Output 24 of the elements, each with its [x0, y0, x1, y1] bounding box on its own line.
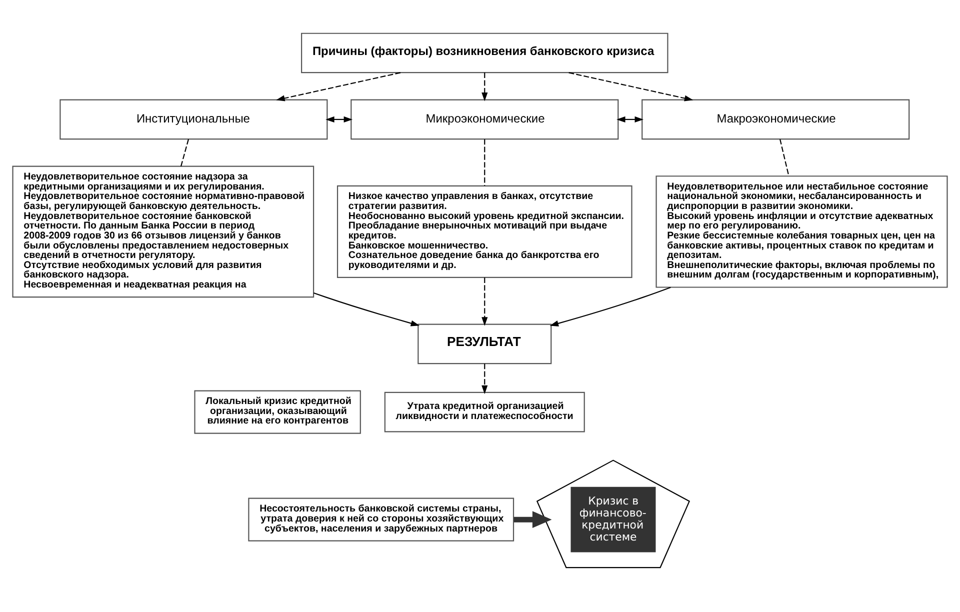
arrow — [482, 364, 488, 394]
arrow — [482, 72, 488, 102]
arrow — [314, 292, 420, 326]
arrow — [276, 72, 401, 102]
arrow — [616, 116, 644, 122]
connector — [180, 139, 190, 166]
node-box: Низкое качество управления в банках, отсутствие стратегии развития. Необоснованно высокий уровень кредитной экспансии. Преобладание внерыночных мотиваций при выдаче кредитов. Банковское мошенничество. Сознательное доведение банка до банкротства его руководителями и др. — [336, 185, 632, 278]
node-box: Причины (факторы) возникновения банковского кризиса — [301, 32, 668, 74]
node-box: Неудовлетворительное состояние надзора за кредитными организациями и их регулирования. Неудовлетворительное состояние нормативно-правовой базы, регулирующей банковскую деятельность. Неудовлетворительное состояние банковской отчетности. По данным Банка России в период 2008-2009 годов 30 из 66 отзывов лицензий у банков были обусловлены предоставлением недостоверных сведений в отчетности регулятору. Отсутствие необходимых условий для развития банковского надзора. Несвоевременная и неадекватная реакция на — [12, 166, 314, 298]
node-box: Микроэкономические — [350, 99, 619, 140]
node-box: Несостоятельность банковской системы страны, утрата доверия к ней со стороны хозяйствующих субъектов, населения и зарубежных партнеров — [248, 498, 514, 542]
connector — [484, 139, 486, 186]
node-box: РЕЗУЛЬТАТ — [418, 324, 552, 364]
arrow — [568, 72, 694, 102]
node-box: Макроэкономические — [642, 99, 910, 140]
node-box: Неудовлетворительное или нестабильное состояние национальной экономики, несбалансированность и диспропорции в развитии экономики. Высокий уровень инфляции и отсутствие адекватных мер по его регулированию. Резкие бессистемные колебания товарных цен, цен на банковские активы, процентных ставок по кредитам и депозитам. Внешнеполитические факторы, включая проблемы по внешним долгам (государственным и корпоративным), — [656, 176, 948, 288]
node-box: Институциональные — [60, 99, 328, 140]
connector — [780, 139, 790, 176]
node-box: Утрата кредитной организацией ликвидности и платежеспособности — [384, 392, 585, 432]
node-box: Локальный кризис кредитной организации, оказывающий влияние на его контрагентов — [194, 390, 361, 434]
arrow — [514, 511, 552, 528]
arrow — [550, 286, 671, 326]
arrow — [482, 278, 488, 326]
arrow — [326, 116, 353, 122]
